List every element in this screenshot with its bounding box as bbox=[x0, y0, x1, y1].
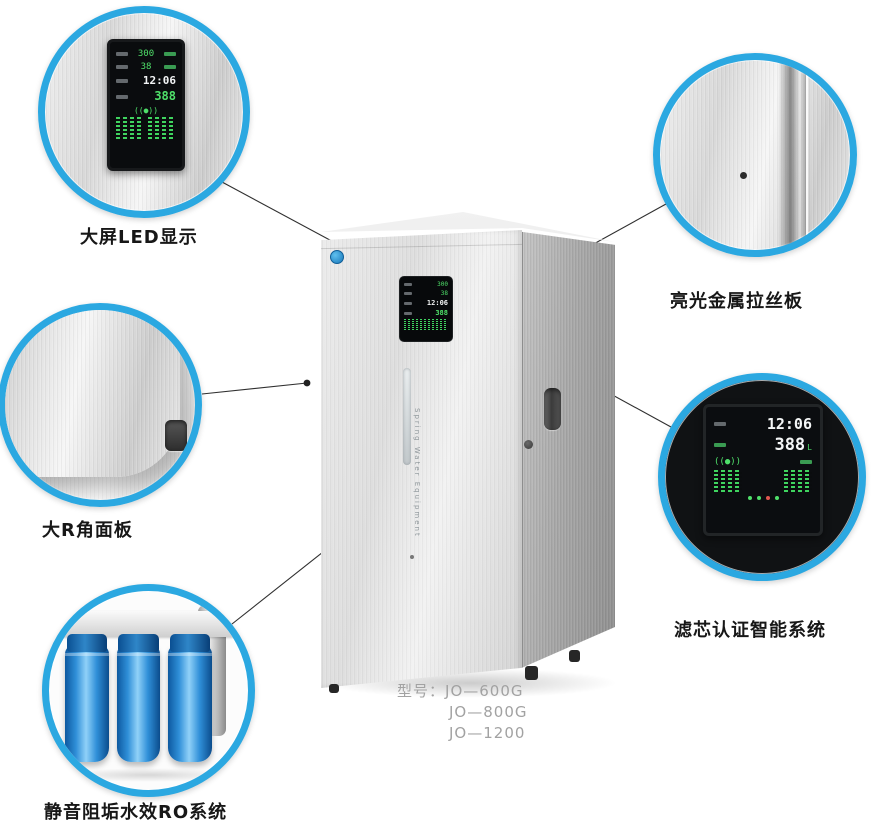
callout-dot-corner bbox=[303, 379, 311, 387]
callout-line-corner bbox=[201, 382, 308, 395]
led-value-1: 300 bbox=[137, 49, 155, 59]
display-flow: 388 bbox=[435, 309, 448, 317]
door-handle[interactable] bbox=[544, 388, 561, 430]
keyhole-lock-icon bbox=[524, 440, 533, 449]
led-flow: 388 bbox=[154, 89, 176, 103]
micro-label bbox=[404, 283, 412, 286]
micro-label bbox=[714, 422, 726, 426]
smart-bar-graph-right bbox=[784, 470, 812, 492]
micro-label bbox=[404, 311, 412, 315]
machine-foot bbox=[569, 650, 580, 662]
micro-label bbox=[163, 52, 176, 56]
micro-label bbox=[800, 460, 812, 464]
model-number-3: JO—1200 bbox=[449, 724, 526, 742]
smart-flow-unit: L bbox=[807, 443, 812, 452]
red-dot bbox=[765, 496, 770, 500]
filter-manifold bbox=[60, 610, 237, 637]
label-led-display: 大屏LED显示 bbox=[80, 227, 198, 248]
green-dot bbox=[747, 496, 752, 500]
micro-label bbox=[116, 79, 128, 83]
label-metal-panel: 亮光金属拉丝板 bbox=[670, 291, 803, 312]
machine-foot bbox=[329, 684, 339, 693]
model-line-1: 型号：JO—600G bbox=[397, 681, 527, 702]
led-value-2: 38 bbox=[140, 62, 152, 72]
model-number-1: JO—600G bbox=[445, 682, 524, 700]
filter-cartridge-3 bbox=[168, 634, 213, 763]
led-panel-closeup: 300 38 12:06 388 ((●)) bbox=[107, 39, 185, 171]
callout-circle-r-corner bbox=[0, 303, 202, 507]
micro-label bbox=[116, 94, 128, 99]
status-indicator-dots bbox=[714, 496, 812, 500]
model-number-2: JO—800G bbox=[449, 703, 528, 721]
micro-label bbox=[164, 65, 176, 69]
signal-icon: ((●)) bbox=[714, 457, 742, 467]
panel-handle-cutout bbox=[165, 420, 187, 451]
brand-logo-icon bbox=[330, 250, 344, 264]
filter-cartridge-1 bbox=[64, 634, 109, 763]
micro-label bbox=[404, 292, 412, 295]
filter-floor-shadow bbox=[58, 768, 239, 783]
metal-edge-shading bbox=[777, 60, 807, 250]
label-ro-system: 静音阻垢水效RO系统 bbox=[44, 802, 228, 823]
micro-label bbox=[116, 65, 128, 69]
label-smart-system: 滤芯认证智能系统 bbox=[674, 620, 826, 641]
metal-edge-highlight bbox=[806, 60, 809, 250]
callout-circle-led-display: 300 38 12:06 388 ((●)) bbox=[38, 6, 250, 218]
callout-circle-ro-system bbox=[42, 584, 255, 797]
smart-bar-graph-left bbox=[714, 470, 742, 492]
outlet-dot bbox=[410, 555, 414, 559]
display-bar-graph bbox=[404, 319, 448, 330]
micro-label bbox=[404, 301, 412, 305]
micro-label bbox=[714, 442, 726, 447]
callout-circle-metal-panel bbox=[653, 53, 857, 257]
model-prefix: 型号： bbox=[397, 682, 446, 700]
water-purifier-machine: 300 38 12:06 388 Spring Water Equipment bbox=[313, 200, 623, 700]
display-value-1: 300 bbox=[437, 281, 448, 288]
filter-cartridge-2 bbox=[116, 634, 161, 763]
green-dot bbox=[774, 496, 779, 500]
led-bar-graph-left bbox=[116, 117, 144, 139]
signal-icon: ((●)) bbox=[133, 106, 159, 115]
model-info: 型号：JO—600G JO—800G JO—1200 bbox=[397, 681, 527, 744]
water-level-window bbox=[403, 368, 411, 465]
metal-edge-dot bbox=[740, 172, 747, 179]
machine-led-display: 300 38 12:06 388 bbox=[399, 276, 453, 342]
green-dot bbox=[756, 496, 761, 500]
micro-label bbox=[116, 52, 128, 56]
label-r-corner: 大R角面板 bbox=[42, 520, 133, 541]
machine-vertical-text: Spring Water Equipment bbox=[413, 408, 421, 538]
led-time: 12:06 bbox=[142, 74, 176, 87]
led-bar-graph-right bbox=[148, 117, 176, 139]
machine-side-panel bbox=[522, 231, 615, 668]
smart-flow: 388 bbox=[774, 435, 806, 455]
display-value-2: 38 bbox=[440, 290, 448, 297]
rounded-corner-panel bbox=[5, 310, 180, 478]
smart-time: 12:06 bbox=[766, 415, 812, 433]
machine-foot bbox=[525, 666, 538, 680]
display-time: 12:06 bbox=[426, 299, 448, 307]
